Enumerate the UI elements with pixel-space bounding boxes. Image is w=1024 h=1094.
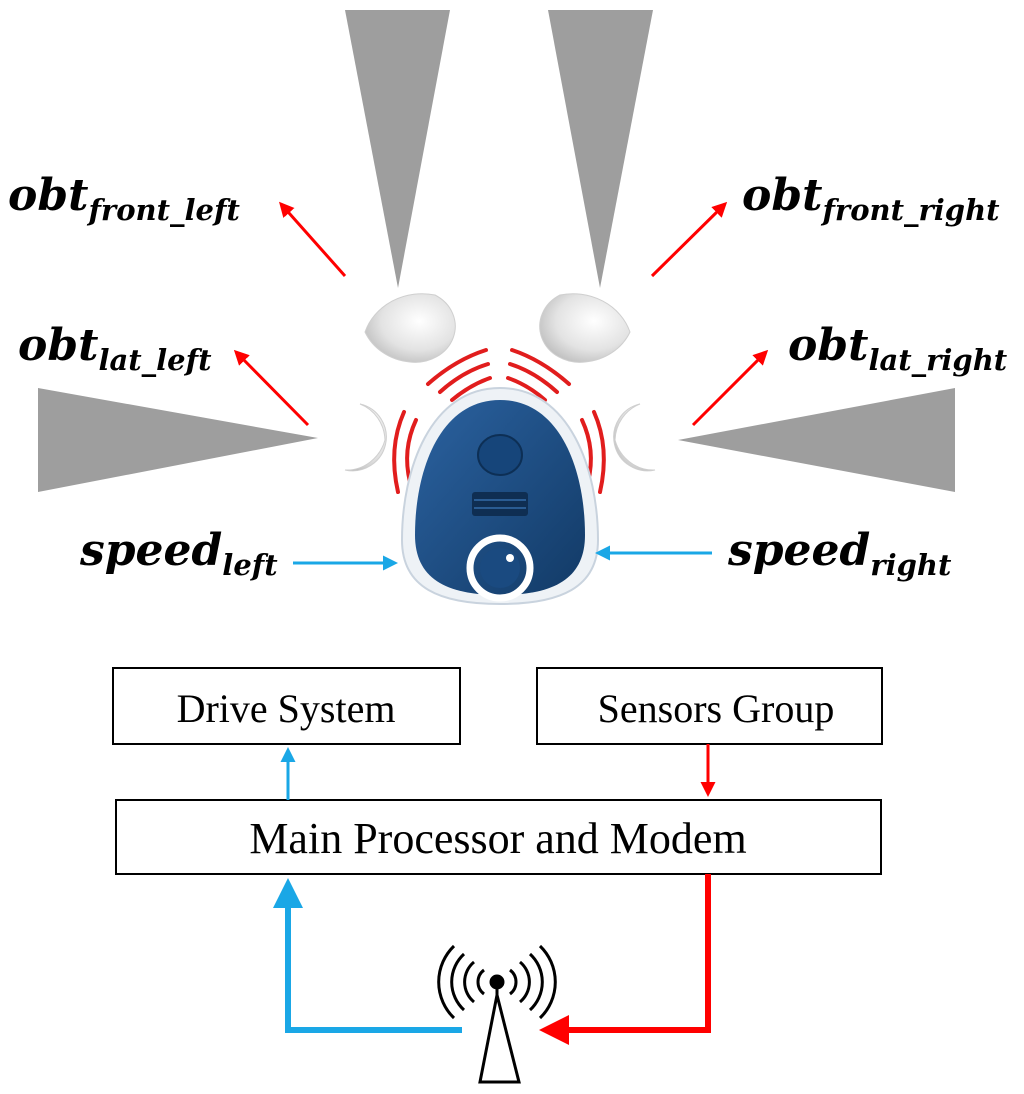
arrow-front-right <box>650 201 728 278</box>
label-speed-left: speedleft <box>79 525 278 582</box>
sensor-beams <box>38 10 955 492</box>
sensors-group-label: Sensors Group <box>598 686 835 731</box>
sensor-head-front-left <box>364 293 456 363</box>
arrow-lat-right <box>691 349 769 427</box>
label-obt-lat-left: obtlat_left <box>18 320 212 377</box>
label-speed-right: speedright <box>727 525 952 582</box>
robot-vacuum-icon <box>392 348 606 606</box>
sensors-group-block: Sensors Group <box>536 667 883 745</box>
beam-lat-left <box>38 388 318 492</box>
obstacle-arrows <box>233 201 769 427</box>
arrow-front-left <box>279 201 347 277</box>
radio-antenna-icon <box>437 944 557 1084</box>
sensor-head-lat-left <box>344 403 387 472</box>
drive-system-label: Drive System <box>177 686 396 731</box>
beam-lat-right <box>678 388 955 492</box>
label-obt-lat-right: obtlat_right <box>788 320 1008 377</box>
arrow-processor-to-antenna <box>539 874 711 1045</box>
beam-front-left <box>345 10 450 288</box>
label-obt-front-left: obtfront_left <box>8 170 240 227</box>
main-processor-block: Main Processor and Modem <box>115 799 882 875</box>
label-obt-front-right: obtfront_right <box>742 170 1000 227</box>
sensor-head-lat-right <box>613 403 656 472</box>
main-processor-label: Main Processor and Modem <box>249 814 746 863</box>
drive-system-block: Drive System <box>112 667 461 745</box>
arrow-antenna-to-processor <box>273 878 462 1033</box>
speed-arrows <box>293 545 712 571</box>
beam-front-right <box>548 10 653 288</box>
arrow-lat-left <box>233 349 310 427</box>
sensor-head-front-right <box>539 293 631 363</box>
sensor-heads <box>344 293 656 472</box>
